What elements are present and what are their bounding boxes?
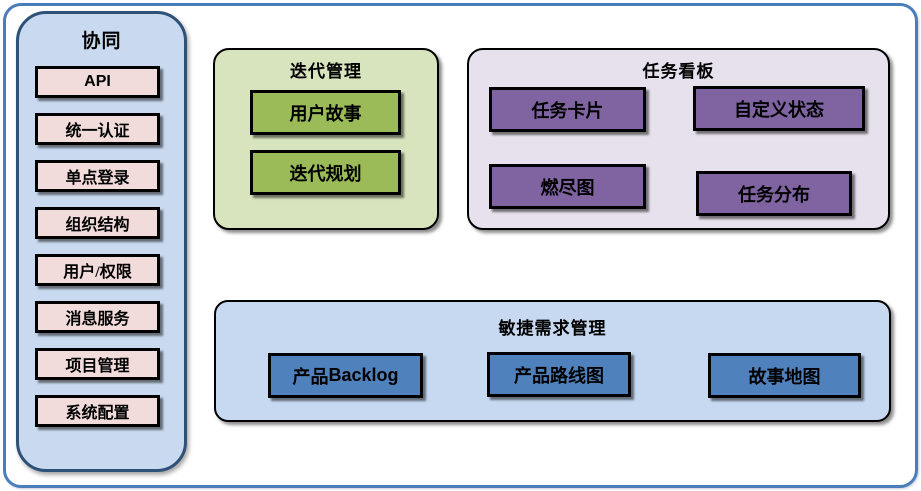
sidebar-item-unified-auth: 统一认证 — [35, 113, 160, 145]
panel-iteration-title: 迭代管理 — [290, 62, 362, 81]
sidebar-item-single-sign-on: 单点登录 — [35, 160, 160, 192]
item-product-roadmap: 产品路线图 — [487, 352, 631, 397]
item-iteration-planning: 迭代规划 — [250, 150, 401, 195]
item-task-card: 任务卡片 — [489, 87, 646, 132]
sidebar-item-label: API — [84, 73, 111, 90]
sidebar-item-system-config: 系统配置 — [35, 395, 160, 427]
panel-iteration-management: 迭代管理 用户故事 迭代规划 — [213, 48, 439, 230]
item-product-backlog-prefix: 产品 — [292, 366, 329, 387]
sidebar-item-project-management: 项目管理 — [35, 348, 160, 380]
sidebar-collaboration: 协同 API 统一认证 单点登录 组织结构 用户/权限 消息服务 项目管理 系统… — [16, 11, 187, 472]
panel-task-board: 任务看板 任务卡片 自定义状态 燃尽图 任务分布 — [467, 48, 890, 230]
item-burndown-chart: 燃尽图 — [489, 164, 646, 209]
item-product-backlog-latin: Backlog — [328, 365, 399, 385]
sidebar-item-user-permission: 用户/权限 — [35, 254, 160, 286]
panel-task-board-title: 任务看板 — [642, 62, 715, 81]
sidebar-title: 协同 — [81, 31, 122, 52]
sidebar-item-api: API — [35, 66, 160, 98]
item-task-distribution: 任务分布 — [696, 171, 852, 216]
panel-agile-title: 敏捷需求管理 — [498, 319, 607, 338]
item-custom-status: 自定义状态 — [693, 86, 865, 131]
item-story-map: 故事地图 — [708, 353, 861, 398]
sidebar-item-message-service: 消息服务 — [35, 301, 160, 333]
outer-frame — [3, 3, 918, 488]
sidebar-item-org-structure: 组织结构 — [35, 207, 160, 239]
item-user-story: 用户故事 — [250, 90, 401, 135]
